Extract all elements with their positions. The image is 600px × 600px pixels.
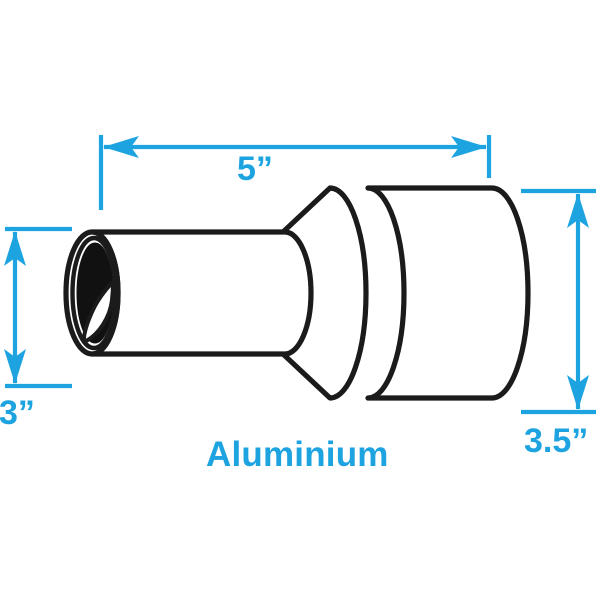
dimension-inlet-diameter: 3” [0,226,72,432]
dimension-label-inlet: 3” [0,394,35,432]
arrow-up-icon [567,193,589,228]
arrow-right-icon [451,136,487,158]
arrow-left-icon [103,136,139,158]
pipe-body-group [63,185,531,401]
dimension-label-length: 5” [237,150,273,188]
dimension-outlet-diameter: 3.5” [521,188,596,460]
pipe-wall-ring [70,235,118,351]
material-label: Aluminium [206,435,389,474]
bore-inner-highlight [82,277,116,344]
arrow-down-icon [4,349,26,384]
arrow-down-icon [567,375,589,410]
dimension-label-outlet: 3.5” [524,422,588,460]
dimension-overall-length: 5” [98,135,492,210]
arrow-up-icon [4,231,26,266]
small-cylinder-body [89,229,314,357]
large-cylinder-body [365,185,531,401]
